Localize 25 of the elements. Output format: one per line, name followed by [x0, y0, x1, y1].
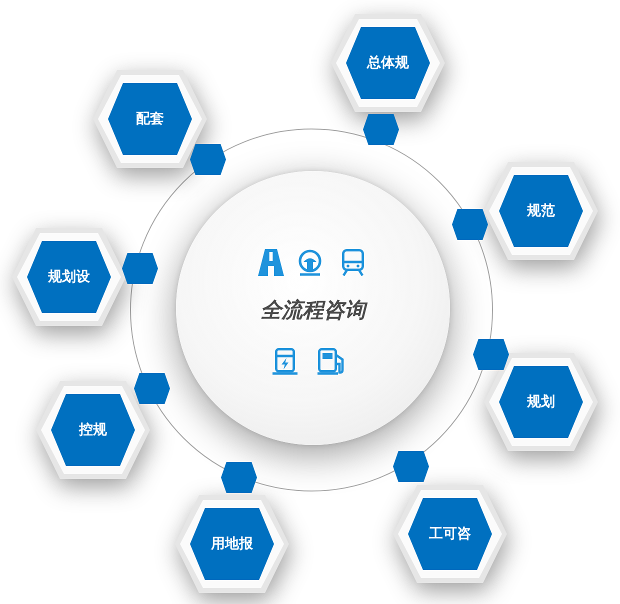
hexagon-node: [36, 381, 150, 479]
hexagon-label: 规划: [527, 393, 555, 411]
hexagon-label: 控规: [79, 421, 107, 439]
hexagon-node: [331, 14, 445, 112]
hexagon-marker: [452, 209, 488, 240]
hexagon-marker: [393, 451, 429, 482]
hexagon-node: [484, 353, 598, 451]
hexagon-node: [393, 485, 507, 583]
hexagon-label: 规范: [527, 202, 555, 220]
hexagon-label: 工可咨: [429, 525, 471, 543]
hexagon-marker: [134, 373, 170, 404]
hexagon-label: 配套: [136, 110, 164, 128]
hexagon-node: [484, 162, 598, 260]
hexagon-label: 规划设: [48, 268, 90, 286]
hexagon-node: [12, 228, 126, 326]
hexagon-marker: [221, 462, 257, 493]
hexagon-marker: [363, 114, 399, 145]
hexagon-marker: [190, 144, 226, 175]
hub-title: 全流程咨询: [260, 298, 366, 322]
hexagon-node: [93, 70, 207, 168]
hexagon-node: [175, 495, 289, 593]
hexagon-label: 总体规: [367, 54, 409, 72]
hexagon-label: 用地报: [211, 535, 253, 553]
hexagon-marker: [473, 339, 509, 370]
hexagon-marker: [122, 253, 158, 284]
